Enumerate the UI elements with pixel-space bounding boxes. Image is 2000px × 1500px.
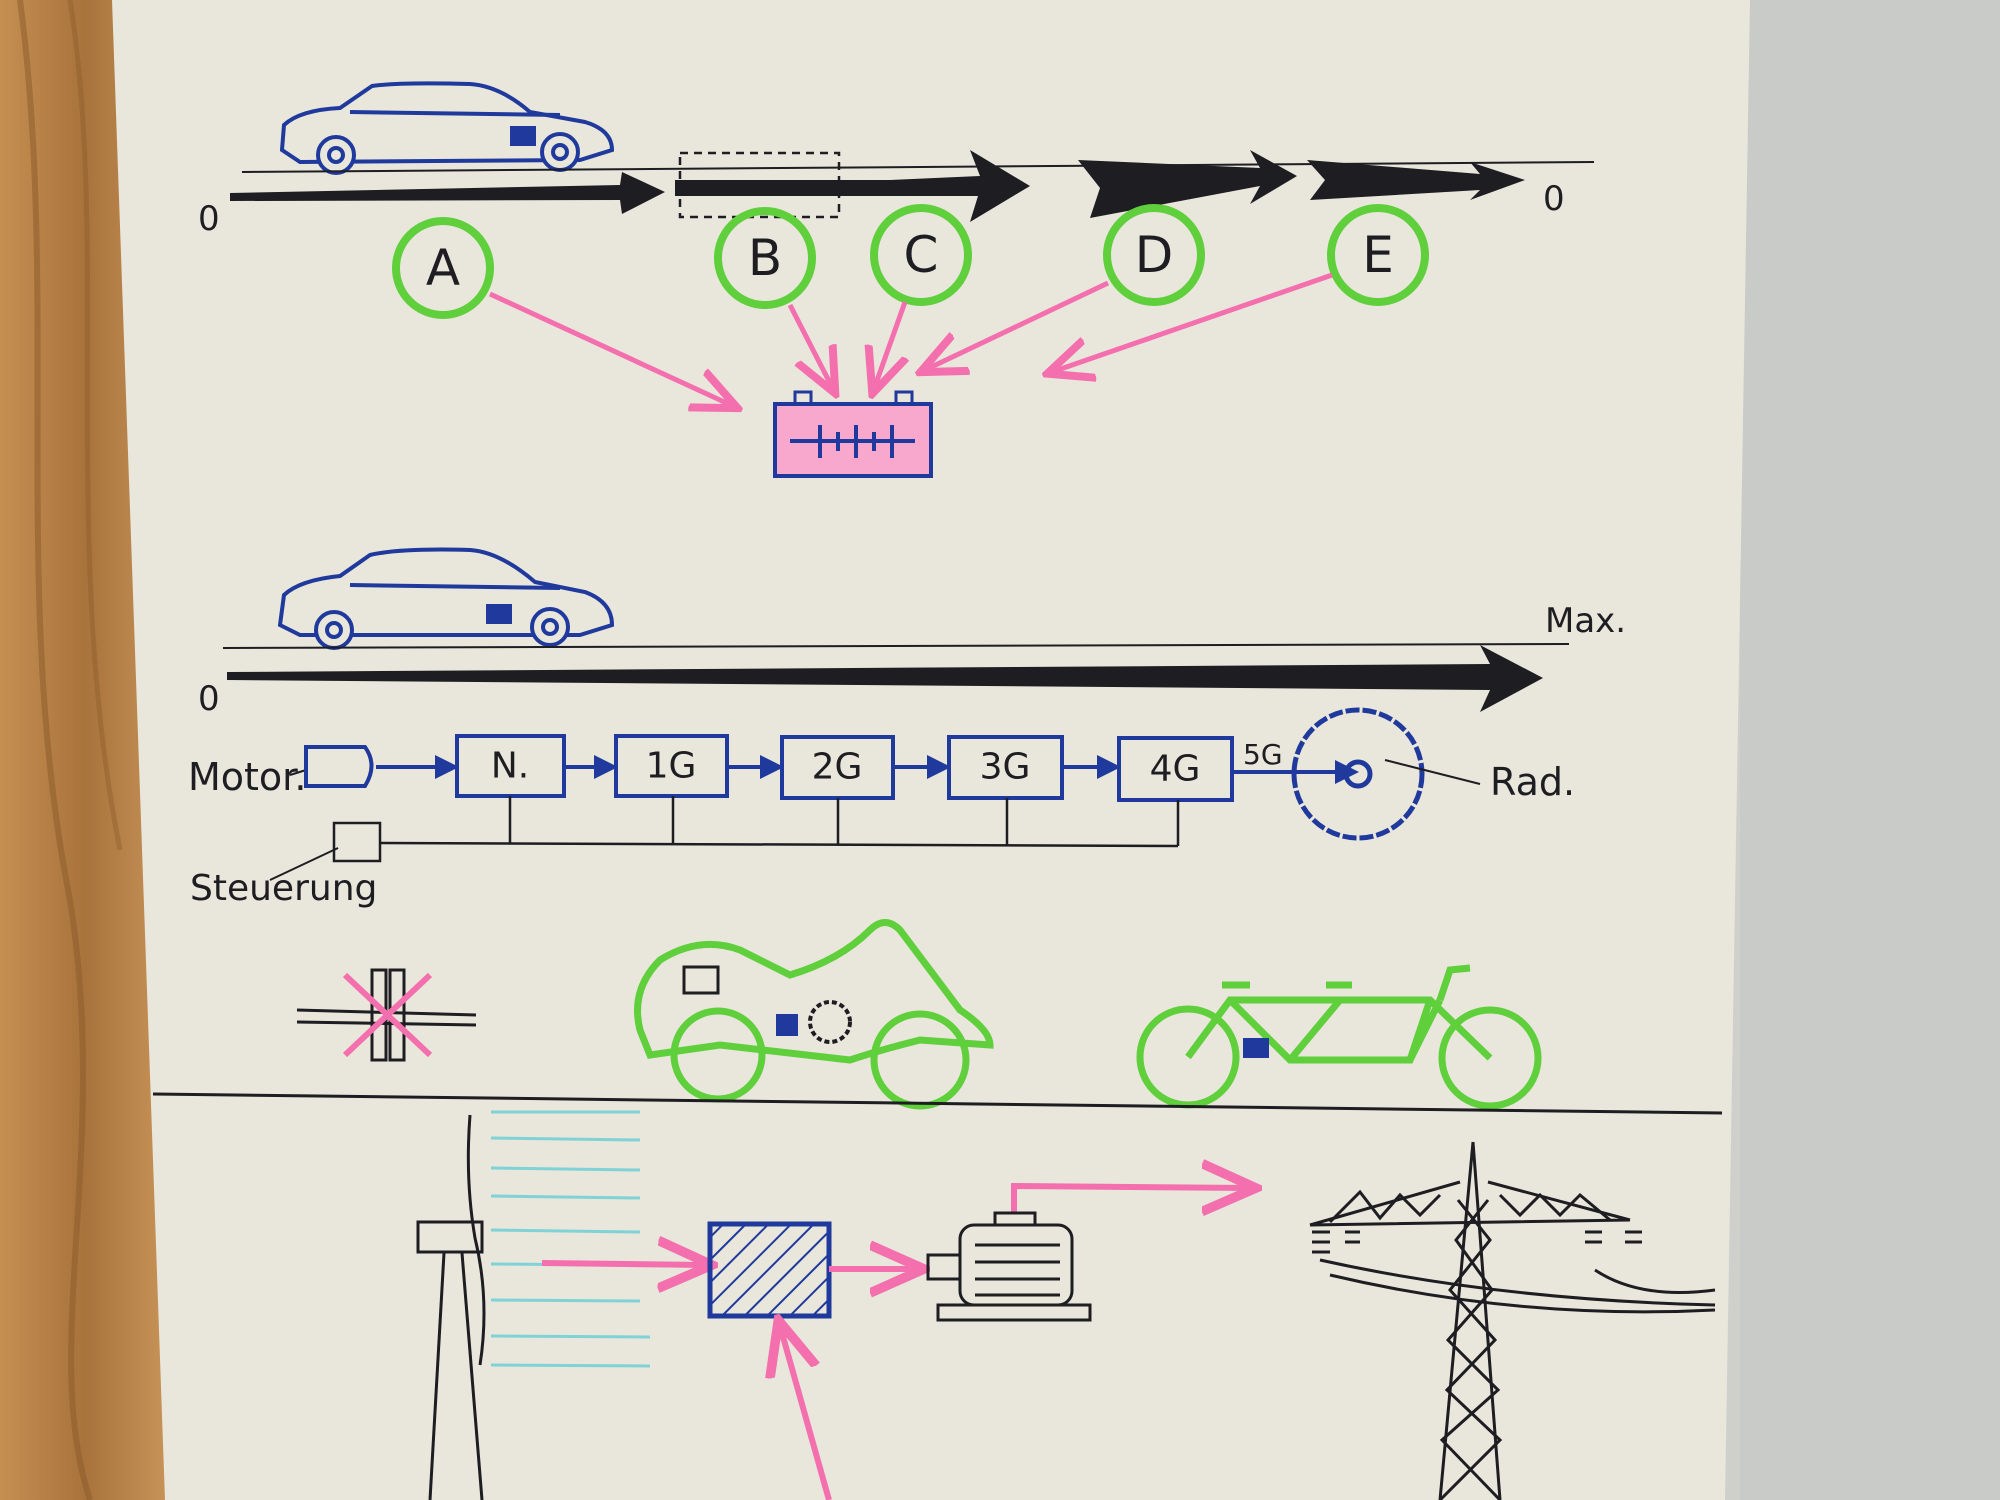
wind-turbine-icon (416, 1114, 486, 1500)
pink-arrows-to-battery (488, 272, 1333, 406)
svg-text:3G: 3G (980, 747, 1031, 788)
gear-box-n: N. (455, 734, 566, 798)
arrow-phase-e (1307, 160, 1525, 200)
control-label: Steuerung (190, 868, 377, 909)
svg-text:2G: 2G (812, 747, 863, 788)
phase-circle-c: C (870, 204, 972, 306)
control-box (332, 821, 382, 863)
generator-icon (926, 1211, 1092, 1322)
wall (1740, 0, 2000, 1500)
phase-circle-d: D (1103, 204, 1205, 306)
start-label-top: 0 (198, 199, 220, 239)
wheel-label: Rad. (1490, 760, 1575, 804)
power-pylon-icon (1309, 1141, 1716, 1500)
gear-box-4g: 4G (1117, 736, 1234, 802)
electric-scooter-icon (634, 919, 994, 1110)
pink-arrow-input (780, 1326, 832, 1500)
svg-text:C: C (904, 226, 939, 284)
car-middle (277, 547, 615, 650)
svg-text:A: A (426, 239, 460, 297)
section-divider (152, 1092, 1723, 1115)
max-acceleration-arrow (227, 645, 1543, 712)
dashed-box (678, 151, 841, 219)
phase-circle-e: E (1327, 204, 1429, 306)
phase-circles: A B C D E (392, 204, 1429, 319)
wheel-icon (1291, 707, 1425, 841)
gear-box-2g: 2G (780, 735, 895, 800)
converter-box (707, 1221, 832, 1319)
svg-text:D: D (1135, 226, 1174, 284)
svg-text:1G: 1G (646, 746, 697, 787)
phase-circle-b: B (714, 207, 816, 309)
fifth-gear-label: 5G (1243, 738, 1283, 771)
road-line-top (241, 161, 1595, 173)
pink-arrow-to-grid (1011, 1186, 1250, 1212)
svg-text:B: B (748, 229, 782, 287)
arrow-phase-a (230, 172, 665, 214)
phase-circle-a: A (392, 217, 494, 319)
control-lines (379, 796, 1180, 848)
motor-label: Motor. (188, 755, 306, 799)
max-label: Max. (1545, 601, 1626, 641)
arrow-phase-d (1078, 150, 1297, 218)
svg-text:E: E (1362, 226, 1394, 284)
svg-text:N.: N. (491, 746, 529, 787)
tandem-bicycle-icon (1136, 964, 1542, 1110)
arrow-phase-bc (675, 150, 1030, 222)
start-label-middle: 0 (198, 679, 220, 719)
battery-icon (773, 390, 933, 478)
car-top (279, 81, 615, 175)
gear-box-3g: 3G (947, 735, 1064, 800)
clutch-crossed-out-icon (296, 968, 477, 1062)
gear-box-1g: 1G (614, 734, 729, 798)
road-line-middle (222, 643, 1570, 649)
svg-text:4G: 4G (1150, 749, 1201, 790)
drivetrain-diagram: Motor. N. 1G 2G 3G 4G 5G Rad. (188, 707, 1575, 909)
motor-box (304, 745, 374, 788)
end-label-top: 0 (1543, 179, 1565, 219)
paper-sheet (112, 0, 1750, 1500)
pink-arrow-wind (541, 1263, 706, 1265)
phase-arrows (230, 150, 1525, 222)
